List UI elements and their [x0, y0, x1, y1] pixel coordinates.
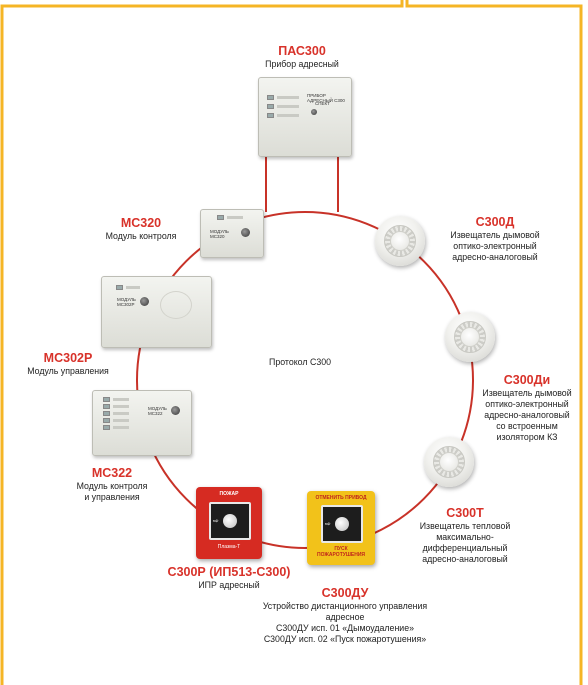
s300du-desc-2: адресное	[325, 612, 365, 622]
ms302r-cover-ring	[160, 291, 192, 319]
ms322-device: МОДУЛЬ МС322	[92, 390, 192, 456]
s300di-desc-3: адресно-аналоговый	[484, 410, 570, 420]
s300di-desc-4: со встроенным	[496, 421, 558, 431]
protocol-loop-line	[136, 211, 474, 549]
s300du-label: С300ДУ Устройство дистанционного управле…	[250, 586, 440, 645]
ms302r-panel-text: МОДУЛЬ МС302Р	[117, 297, 136, 307]
pac300-desc: Прибор адресный	[265, 59, 339, 69]
s300du-desc-3: С300ДУ исп. 01 «Дымоудаление»	[275, 623, 415, 633]
ms320-device: МОДУЛЬ МС320	[200, 209, 264, 258]
ms322-desc-2: и управления	[84, 492, 140, 502]
ms302r-led	[116, 285, 140, 290]
s300di-desc-2: оптико-электронный	[485, 399, 569, 409]
ms322-led-1	[103, 397, 129, 402]
s300du-window: ⇨	[321, 505, 363, 543]
s300d-desc-3: адресно-аналоговый	[452, 252, 538, 262]
s300du-strip-bottom: ПУСК ПОЖАРОТУШЕНИЯ	[316, 546, 366, 558]
s300du-arrow-icon: ⇨	[325, 520, 331, 528]
pac300-label: ПАС300 Прибор адресный	[230, 44, 374, 70]
ms320-name: МС320	[120, 216, 162, 230]
pac300-panel-text: ПРИБОР АДРЕСНЫЙ С300	[307, 93, 345, 103]
ms322-name: МС322	[91, 466, 133, 480]
pac300-brand: СПЕКТ	[315, 101, 330, 106]
s300r-window: ⇨	[209, 502, 251, 540]
ms320-label: МС320 Модуль контроля	[98, 216, 184, 242]
s300du-desc-4: С300ДУ исп. 02 «Пуск пожаротушения»	[263, 634, 427, 644]
ms302r-desc: Модуль управления	[27, 366, 109, 376]
s300r-name: С300Р (ИП513-С300)	[167, 565, 291, 579]
ms320-led	[217, 215, 243, 220]
s300t-label: С300Т Извещатель тепловой максимально- д…	[402, 506, 528, 565]
ms320-panel-text: МОДУЛЬ МС320	[210, 229, 229, 239]
s300du-button	[335, 517, 349, 531]
ms302r-name: МС302Р	[43, 351, 93, 365]
ms320-logo-icon	[241, 228, 250, 237]
s300t-name: С300Т	[446, 506, 484, 520]
s300d-name: С300Д	[475, 215, 515, 229]
s300r-strip: ПОЖАР	[219, 491, 239, 497]
s300du-strip-top: ОТМЕНИТЬ ПРИВОД	[315, 495, 367, 501]
s300r-button	[223, 514, 237, 528]
pac300-led-1	[267, 95, 299, 100]
s300di-smoke-detector-icon	[445, 312, 495, 362]
s300r-desc: ИПР адресный	[198, 580, 260, 590]
pac300-led-3	[267, 113, 299, 118]
protocol-label: Протокол С300	[269, 357, 331, 367]
s300du-device: ОТМЕНИТЬ ПРИВОД ⇨ ПУСК ПОЖАРОТУШЕНИЯ	[307, 491, 375, 565]
s300t-heat-detector-icon	[424, 437, 474, 487]
s300d-desc-2: оптико-электронный	[453, 241, 537, 251]
ms302r-device: МОДУЛЬ МС302Р	[101, 276, 212, 348]
ms302r-label: МС302Р Модуль управления	[22, 351, 114, 377]
s300d-desc-1: Извещатель дымовой	[450, 230, 540, 240]
s300du-name: С300ДУ	[321, 586, 369, 600]
s300r-device: ПОЖАР ⇨ Плазма-Т	[196, 487, 262, 559]
s300di-label: С300Ди Извещатель дымовой оптико-электро…	[468, 373, 586, 443]
s300d-smoke-detector-icon	[375, 216, 425, 266]
s300di-desc-1: Извещатель дымовой	[482, 388, 572, 398]
s300du-desc-1: Устройство дистанционного управления	[262, 601, 428, 611]
s300t-desc-1: Извещатель тепловой	[419, 521, 511, 531]
ms322-led-3	[103, 411, 129, 416]
s300t-desc-2: максимально-	[436, 532, 494, 542]
ms322-logo-icon	[171, 406, 180, 415]
ms322-label: МС322 Модуль контроля и управления	[60, 466, 164, 503]
s300di-desc-5: изолятором КЗ	[496, 432, 558, 442]
s300d-label: С300Д Извещатель дымовой оптико-электрон…	[432, 215, 558, 263]
pac300-device: ПРИБОР АДРЕСНЫЙ С300 СПЕКТ	[258, 77, 352, 157]
s300t-desc-3: дифференциальный	[422, 543, 508, 553]
ms322-desc-1: Модуль контроля	[76, 481, 148, 491]
s300t-desc-4: адресно-аналоговый	[422, 554, 508, 564]
s300di-name: С300Ди	[503, 373, 551, 387]
ms322-led-2	[103, 404, 129, 409]
s300r-logo: Плазма-Т	[217, 544, 241, 550]
pac300-logo-icon	[311, 109, 317, 115]
ms322-led-4	[103, 418, 129, 423]
s300r-arrow-icon: ⇨	[213, 517, 219, 525]
pac300-name: ПАС300	[278, 44, 326, 58]
ms302r-logo-icon	[140, 297, 149, 306]
ms322-led-5	[103, 425, 129, 430]
ms320-desc: Модуль контроля	[105, 231, 177, 241]
pac300-connection-line	[265, 155, 339, 212]
ms322-panel-text: МОДУЛЬ МС322	[148, 406, 167, 416]
s300r-label: С300Р (ИП513-С300) ИПР адресный	[158, 565, 300, 591]
pac300-led-2	[267, 104, 299, 109]
